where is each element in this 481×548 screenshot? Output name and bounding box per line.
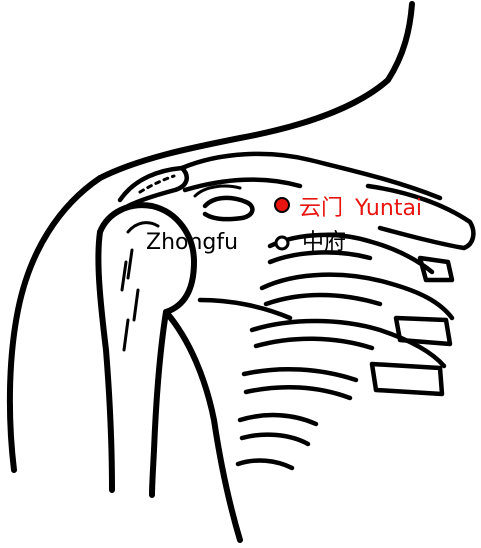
rib-3-cartilage bbox=[369, 361, 445, 397]
yunmen-pinyin-name: Yuntai bbox=[355, 196, 423, 221]
rib-3 bbox=[249, 318, 447, 369]
zhongfu-chinese-label: 中府 bbox=[302, 232, 346, 254]
rib-6 bbox=[235, 458, 295, 471]
neck-trapezius-outline bbox=[97, 1, 415, 181]
rib-2-cartilage bbox=[393, 315, 453, 347]
rib-2 bbox=[259, 272, 455, 321]
humeral-head bbox=[97, 202, 197, 315]
rib-1 bbox=[267, 232, 435, 275]
clavicle-upper-edge bbox=[179, 151, 443, 201]
zhongfu-pinyin-label: Zhongfu bbox=[146, 232, 238, 254]
rib-4 bbox=[241, 366, 359, 401]
humerus-hatching bbox=[120, 248, 140, 352]
deltoid-outer-contour bbox=[6, 175, 103, 473]
yunmen-label: 云门 Yuntai bbox=[299, 198, 422, 220]
rib-5 bbox=[237, 412, 319, 447]
clavicle-sternal-end bbox=[365, 183, 476, 251]
clavicle-lower-edge bbox=[182, 177, 303, 193]
acromion-dotted-edge bbox=[138, 174, 176, 194]
humerus-shaft-lateral bbox=[95, 229, 115, 493]
yunmen-chinese-name: 云门 bbox=[299, 196, 344, 221]
zhongfu-chinese-name: 中府 bbox=[302, 230, 347, 255]
pectoral-border bbox=[197, 297, 293, 321]
zhongfu-pinyin-name: Zhongfu bbox=[146, 230, 239, 255]
rib-1-cartilage bbox=[417, 255, 455, 283]
zhongfu-point-marker bbox=[274, 235, 290, 251]
humerus-shaft-medial bbox=[149, 309, 169, 498]
yunmen-point-marker bbox=[274, 197, 290, 213]
chest-wall-outline bbox=[163, 309, 243, 543]
coracoid-base bbox=[193, 184, 242, 198]
coracoid-process bbox=[202, 195, 255, 222]
acromion-process bbox=[117, 165, 189, 209]
humeral-head-inner bbox=[126, 221, 160, 234]
